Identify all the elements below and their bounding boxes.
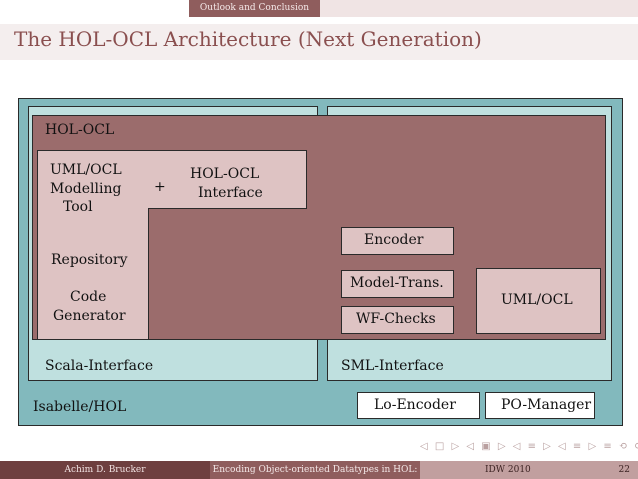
hol-ocl-interface-line1: HOL-OCL	[190, 166, 260, 182]
uml-tool-label-line3: Tool	[63, 199, 93, 215]
current-section[interactable]: Outlook and Conclusion	[189, 0, 320, 17]
lo-encoder-box: Lo-Encoder	[357, 392, 480, 419]
hol-ocl-label: HOL-OCL	[45, 122, 115, 138]
hol-ocl-interface-line2: Interface	[198, 185, 263, 201]
sml-interface-label: SML-Interface	[341, 358, 444, 374]
uml-tool-label-line1: UML/OCL	[50, 162, 122, 178]
repository-label: Repository	[51, 252, 128, 268]
uml-ocl-modelling-tool-shape	[37, 150, 307, 340]
footer-page-number: 22	[618, 465, 630, 475]
lo-encoder-label: Lo-Encoder	[374, 397, 456, 413]
wf-checks-label: WF-Checks	[356, 311, 436, 327]
beamer-navigation-controls[interactable]: ◁ □ ▷ ◁ ▣ ▷ ◁ ≡ ▷ ◁ ≡ ▷ ≡ ⟲ ⟳	[420, 441, 638, 452]
encoder-box: Encoder	[341, 227, 454, 255]
top-navigation-bar: Outlook and Conclusion	[0, 0, 638, 17]
footer-talk-title: Encoding Object-oriented Datatypes in HO…	[210, 461, 420, 479]
po-manager-box: PO-Manager	[485, 392, 595, 419]
code-generator-line2: Generator	[53, 308, 126, 324]
plus-sign: +	[154, 179, 166, 195]
encoder-label: Encoder	[364, 232, 424, 248]
slide-footer: Achim D. Brucker Encoding Object-oriente…	[0, 461, 638, 479]
scala-interface-label: Scala-Interface	[45, 358, 154, 374]
model-trans-label: Model-Trans.	[350, 275, 444, 291]
uml-ocl-box: UML/OCL	[476, 268, 601, 334]
wf-checks-box: WF-Checks	[341, 306, 454, 334]
code-generator-line1: Code	[70, 289, 107, 305]
uml-tool-label-line2: Modelling	[50, 181, 122, 197]
top-bar-filler	[320, 0, 638, 17]
slide-title: The HOL-OCL Architecture (Next Generatio…	[14, 27, 482, 51]
slide-title-bar: The HOL-OCL Architecture (Next Generatio…	[0, 24, 638, 60]
footer-author: Achim D. Brucker	[0, 461, 210, 479]
uml-ocl-label: UML/OCL	[501, 292, 573, 308]
model-trans-box: Model-Trans.	[341, 270, 454, 298]
isabelle-hol-label: Isabelle/HOL	[33, 399, 127, 415]
footer-info: IDW 2010 22	[420, 461, 638, 479]
footer-conference: IDW 2010	[485, 465, 531, 475]
po-manager-label: PO-Manager	[501, 397, 592, 413]
